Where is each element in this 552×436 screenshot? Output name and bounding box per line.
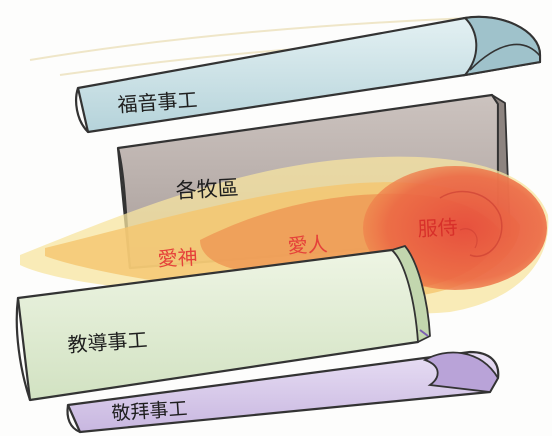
worship-ministry-label: 敬拜事工 — [111, 398, 188, 425]
gospel-ministry-section — [75, 15, 542, 134]
districts-label: 各牧區 — [175, 176, 239, 203]
gospel-ministry-label: 福音事工 — [117, 87, 198, 117]
serve-label: 服侍 — [417, 215, 458, 241]
teaching-ministry-label: 教導事工 — [67, 327, 148, 357]
love-god-label: 愛神 — [157, 245, 198, 271]
love-people-label: 愛人 — [287, 232, 328, 258]
teaching-ministry-section — [15, 245, 431, 402]
worship-ministry-section — [66, 350, 500, 434]
